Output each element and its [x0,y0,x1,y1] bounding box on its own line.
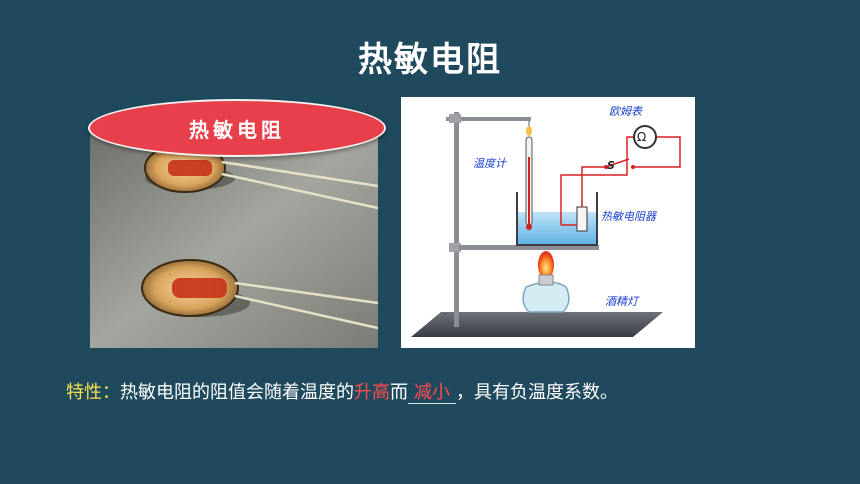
ohmmeter-icon [633,125,657,149]
circuit-diagram: 欧姆表 Ω 温度计 S 热敏电阻器 酒精灯 [401,97,695,348]
statement-text-2: 而 [390,382,408,403]
answer-blank: 减小 [408,383,456,404]
alcohol-lamp [522,281,570,313]
thermometer-label: 温度计 [473,157,506,170]
switch-label: S [607,159,615,172]
circuit-diagram-svg [411,112,681,337]
beaker [516,192,598,246]
thermistor-photo [90,128,378,348]
property-label: 特性： [66,382,120,403]
flame [538,251,554,279]
stand-base [411,312,663,337]
statement-text-1: 热敏电阻的阻值会随着温度的 [120,382,354,403]
thermistor-label-badge: 热敏电阻 [88,99,386,157]
ohm-symbol: Ω [637,130,647,144]
thermistor-label: 热敏电阻器 [601,210,656,223]
thermistor-photo-image [90,128,378,348]
ohmmeter-label: 欧姆表 [609,105,642,118]
slide-title: 热敏电阻 [358,40,502,80]
statement-highlight: 升高 [354,382,390,403]
stand-pole [454,112,459,327]
statement-text-3: ，具有负温度系数。 [456,382,618,403]
thermistor-element [576,206,588,232]
switch [605,158,630,168]
property-statement: 特性：热敏电阻的阻值会随着温度的升高而减小，具有负温度系数。 [66,378,846,404]
alcohol-lamp-label: 酒精灯 [605,295,638,308]
